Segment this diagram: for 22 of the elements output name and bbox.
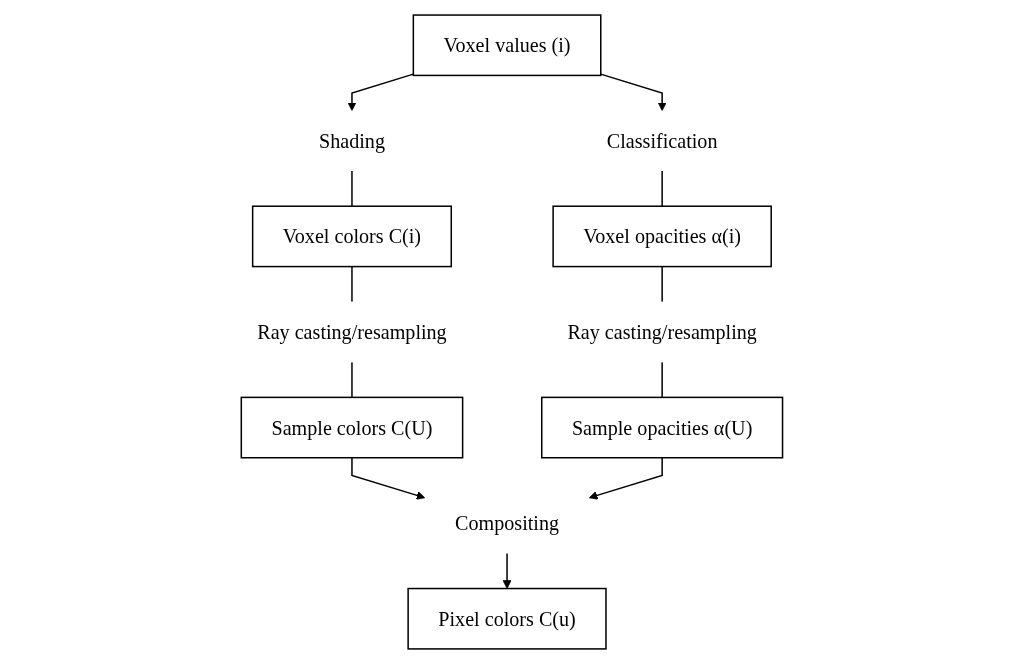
- node-box: Pixel colors C(u): [407, 587, 608, 650]
- node-box: Sample colors C(U): [241, 396, 464, 459]
- node-box: Voxel colors C(i): [252, 205, 453, 268]
- connector: [661, 265, 664, 303]
- node-box: Voxel opacities α(i): [552, 205, 773, 268]
- node-text: Ray casting/resampling: [567, 320, 758, 344]
- connector: [351, 170, 354, 207]
- node-box: Voxel values (i): [413, 14, 602, 77]
- node-text: Ray casting/resampling: [257, 320, 448, 344]
- arrow: [589, 457, 664, 500]
- connector: [661, 361, 664, 399]
- connector: [351, 265, 354, 303]
- connector: [351, 361, 354, 399]
- node-box: Sample opacities α(U): [541, 396, 784, 459]
- arrow: [347, 73, 415, 112]
- node-text: Shading: [319, 129, 386, 152]
- arrow: [351, 457, 426, 500]
- connector: [661, 170, 664, 207]
- node-text: Classification: [607, 129, 718, 152]
- arrow: [600, 73, 667, 112]
- arrow: [503, 552, 512, 589]
- node-text: Compositing: [455, 512, 560, 535]
